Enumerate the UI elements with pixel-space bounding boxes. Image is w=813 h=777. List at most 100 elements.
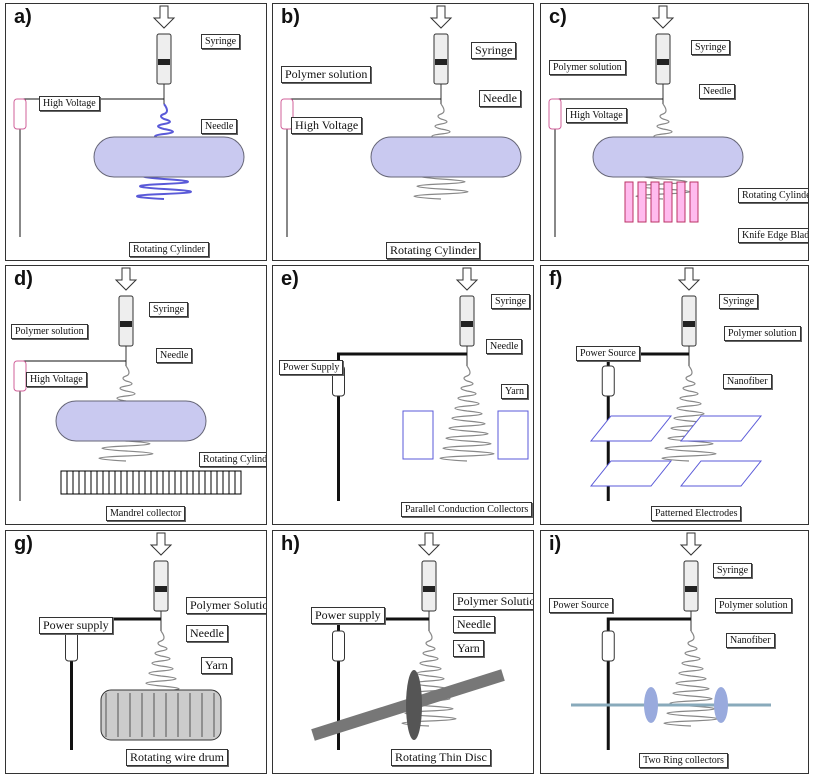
callout-label: Power Source bbox=[549, 598, 613, 613]
electrode-icon bbox=[589, 460, 673, 487]
callout-label: Power Source bbox=[576, 346, 640, 361]
panel-letter: e) bbox=[281, 268, 299, 290]
callout-label: Rotating Cylinder bbox=[386, 242, 481, 259]
callout-label: Syringe bbox=[471, 42, 517, 59]
fiber-spiral bbox=[439, 365, 495, 462]
panel-letter: h) bbox=[281, 533, 300, 555]
callout-label: Yarn bbox=[453, 640, 484, 657]
callout-label: Power supply bbox=[311, 607, 385, 624]
callout-label: Polymer solution bbox=[549, 60, 626, 75]
callout-label: High Voltage bbox=[26, 372, 87, 387]
setup-drawing bbox=[13, 5, 245, 237]
voltage-source-icon bbox=[332, 630, 345, 662]
knife-blade-icon bbox=[650, 181, 660, 223]
callout-label: Parallel Conduction Collectors bbox=[401, 502, 533, 517]
callout-label: Syringe bbox=[491, 294, 531, 309]
plunger-icon bbox=[683, 321, 695, 327]
callout-label: Needle bbox=[486, 339, 523, 354]
callout-label: Mandrel collector bbox=[106, 506, 186, 521]
setup-drawing bbox=[311, 532, 505, 750]
callout-label: Rotating wire drum bbox=[126, 749, 228, 766]
push-arrow-icon bbox=[679, 532, 703, 556]
panel-letter: d) bbox=[14, 268, 33, 290]
electrode-icon bbox=[679, 415, 763, 442]
callout-label: High Voltage bbox=[39, 96, 100, 111]
wire bbox=[337, 352, 467, 501]
callout-label: Patterned Electrodes bbox=[651, 506, 742, 521]
plunger-icon bbox=[685, 586, 697, 592]
wire-drum-icon bbox=[100, 689, 222, 741]
plunger-icon bbox=[435, 59, 447, 65]
knife-blade-icon bbox=[624, 181, 634, 223]
setup-drawing bbox=[13, 267, 242, 501]
callout-label: Two Ring collectors bbox=[639, 753, 728, 768]
plunger-icon bbox=[657, 59, 669, 65]
callout-label: High Voltage bbox=[291, 117, 363, 134]
callout-label: Rotating Cylinder bbox=[199, 452, 266, 467]
callout-label: Needle bbox=[201, 119, 238, 134]
callout-label: Power supply bbox=[39, 617, 113, 634]
fiber-spiral bbox=[661, 365, 717, 462]
callout-label: Syringe bbox=[201, 34, 241, 49]
callout-label: Polymer Solution bbox=[453, 593, 533, 610]
push-arrow-icon bbox=[149, 532, 173, 556]
callout-label: Needle bbox=[699, 84, 736, 99]
rotating-cylinder-icon bbox=[55, 400, 207, 442]
callout-label: High Voltage bbox=[566, 108, 627, 123]
knife-blade-icon bbox=[676, 181, 686, 223]
callout-label: Knife Edge Blade bbox=[738, 228, 808, 243]
callout-label: Rotating Cylinder bbox=[129, 242, 209, 257]
callout-label: Syringe bbox=[713, 563, 753, 578]
electrode-icon bbox=[589, 415, 673, 442]
push-arrow-icon bbox=[677, 267, 701, 291]
setup-drawing bbox=[280, 5, 522, 237]
push-arrow-icon bbox=[429, 5, 453, 29]
push-arrow-icon bbox=[152, 5, 176, 29]
rotating-cylinder-icon bbox=[592, 136, 744, 178]
voltage-source-icon bbox=[13, 98, 27, 130]
callout-label: Polymer solution bbox=[715, 598, 792, 613]
setup-drawing bbox=[65, 532, 222, 750]
ring-collector-icon bbox=[714, 687, 728, 723]
callout-label: Syringe bbox=[691, 40, 731, 55]
mandrel-collector-icon bbox=[60, 470, 242, 495]
callout-label: Polymer solution bbox=[281, 66, 372, 83]
thin-disc-icon bbox=[406, 670, 422, 740]
plunger-icon bbox=[158, 59, 170, 65]
callout-label: Yarn bbox=[501, 384, 528, 399]
panel-letter: i) bbox=[549, 533, 562, 555]
callout-label: Nanofiber bbox=[726, 633, 775, 648]
voltage-source-icon bbox=[13, 360, 27, 392]
callout-label: Polymer solution bbox=[11, 324, 88, 339]
setup-drawing bbox=[332, 267, 529, 501]
electrode-icon bbox=[679, 460, 763, 487]
fiber-spiral bbox=[663, 630, 719, 727]
callout-label: Yarn bbox=[201, 657, 232, 674]
collector-plate-icon bbox=[497, 410, 529, 460]
collector-plate-icon bbox=[402, 410, 434, 460]
callout-label: Needle bbox=[453, 616, 495, 633]
knife-blade-icon bbox=[663, 181, 673, 223]
panel-letter: g) bbox=[14, 533, 33, 555]
plunger-icon bbox=[461, 321, 473, 327]
panel-letter: a) bbox=[14, 6, 32, 28]
push-arrow-icon bbox=[417, 532, 441, 556]
callout-label: Power Supply bbox=[279, 360, 344, 375]
callout-label: Rotating Cylinder bbox=[738, 188, 808, 203]
setup-drawing bbox=[589, 267, 763, 501]
callout-label: Nanofiber bbox=[723, 374, 772, 389]
setup-drawing bbox=[548, 5, 744, 237]
plunger-icon bbox=[120, 321, 132, 327]
rotating-cylinder-icon bbox=[93, 136, 245, 178]
callout-label: Needle bbox=[186, 625, 228, 642]
panel-letter: b) bbox=[281, 6, 300, 28]
